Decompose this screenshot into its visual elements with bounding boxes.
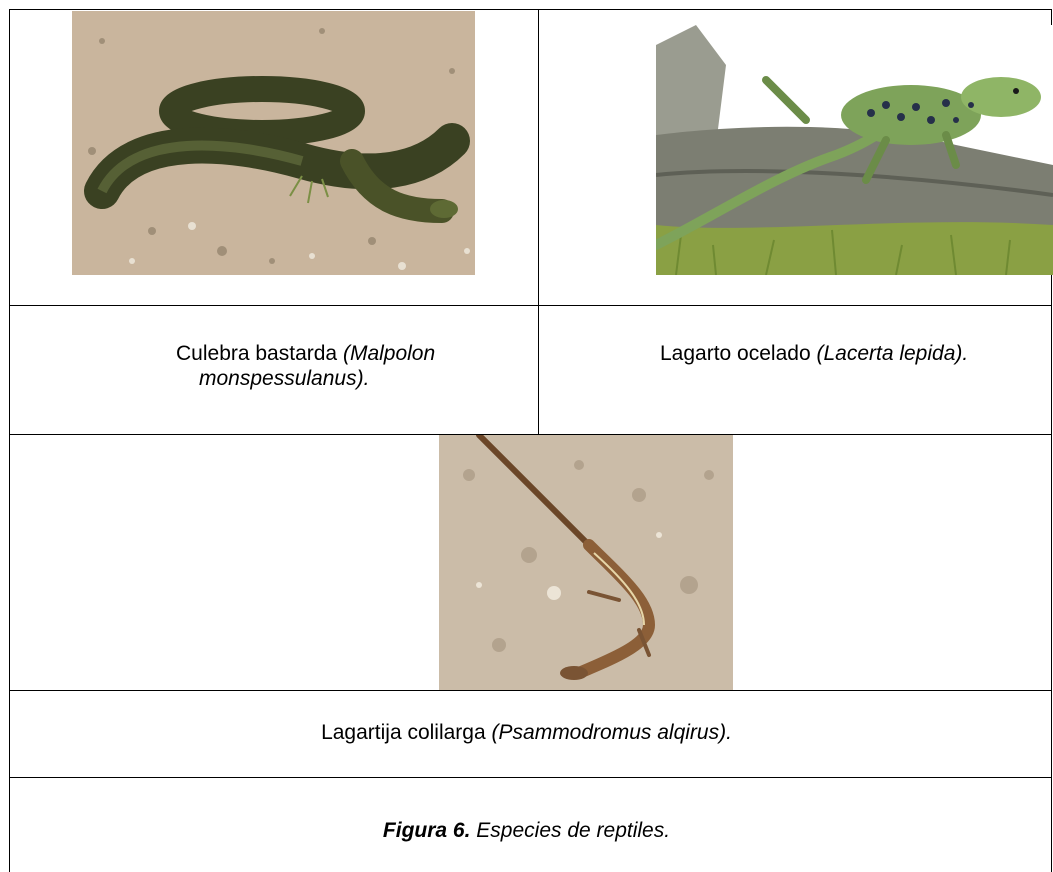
long-tailed-lizard-common-name: Lagartija colilarga <box>321 721 486 744</box>
row-divider-4 <box>9 777 1052 778</box>
ocellated-lizard-caption: Lagarto ocelado (Lacerta lepida). <box>660 341 1050 366</box>
row-divider-3 <box>9 690 1052 691</box>
table-border-top <box>9 9 1052 10</box>
long-tailed-lizard-scientific-name: (Psammodromus alqirus). <box>491 721 732 744</box>
table-middle-divider <box>538 9 539 434</box>
snake-scientific-name-line2: monspessulanus). <box>199 367 370 390</box>
ocellated-lizard-scientific-name: (Lacerta lepida). <box>816 342 969 365</box>
row-divider-2 <box>9 434 1052 435</box>
ocellated-lizard-common-name: Lagarto ocelado <box>660 342 811 365</box>
row-divider-1 <box>9 305 1052 306</box>
table-border-right <box>1051 9 1052 872</box>
long-tailed-lizard-caption: Lagartija colilarga (Psammodromus alqiru… <box>0 720 1053 745</box>
snake-caption: Culebra bastarda (Malpolon monspessulanu… <box>176 341 526 391</box>
figure-caption-text: Especies de reptiles. <box>476 819 671 842</box>
snake-common-name: Culebra bastarda <box>176 342 338 365</box>
figure-caption: Figura 6. Especies de reptiles. <box>0 819 1053 843</box>
snake-photo <box>72 11 475 275</box>
snake-scientific-name-line1: (Malpolon <box>342 342 436 365</box>
figure-label: Figura 6. <box>382 819 471 842</box>
table-border-left <box>9 9 10 872</box>
long-tailed-lizard-photo <box>439 435 733 690</box>
ocellated-lizard-photo <box>656 25 1053 275</box>
